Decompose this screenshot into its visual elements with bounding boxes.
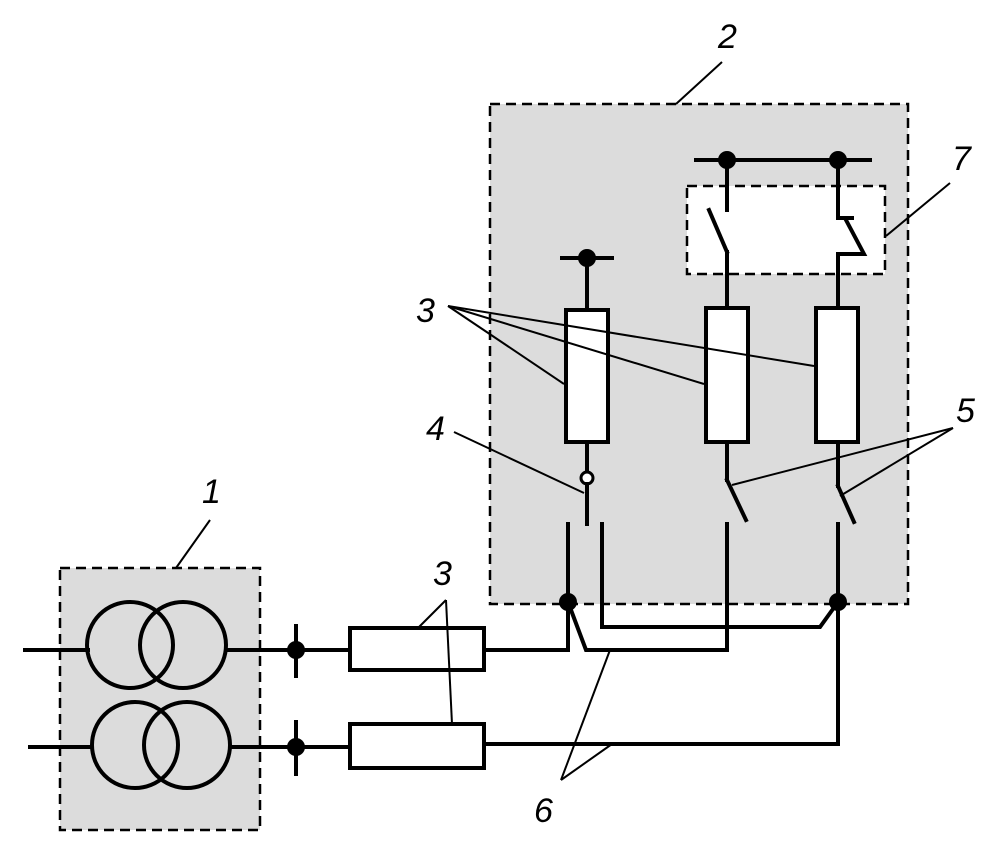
label-cables: 6 [534,792,553,830]
leader-3-b [447,305,705,385]
breaker-contact-left [706,207,730,255]
fuse-right [814,306,860,444]
leader-3-c [447,305,815,367]
leader-6-b [560,743,613,781]
cable-crossover-b [600,522,841,629]
label-fuses-lower: 3 [433,555,452,593]
fuse-upper-line [348,626,486,672]
leader-5-b [839,427,954,497]
leader-5-a [731,427,954,486]
leader-6-a [560,649,611,781]
leader-2 [675,61,723,105]
middle-branch [704,158,750,523]
node-dot [559,593,577,611]
right-branch [814,158,868,525]
label-disconnector: 4 [426,410,445,448]
label-switches: 5 [956,392,975,430]
breaker-contact-right [836,217,868,310]
transformer-upper [23,600,298,690]
fuse-lower-line [348,722,486,770]
node-dot [718,151,736,169]
leader-1 [175,519,211,569]
fuse-middle [704,306,750,444]
leader-3-a [447,305,565,385]
label-fuses-upper: 3 [416,292,435,330]
leader-7 [885,182,951,237]
leader-4 [453,431,585,494]
switch-middle [724,477,749,523]
label-switchgear: 2 [717,18,737,56]
leader-3-lower-b [445,599,453,725]
node-dot [829,151,847,169]
transformer-lower [28,700,298,790]
label-breaker-box: 7 [952,140,972,178]
switch-right [835,483,857,525]
label-transformers: 1 [202,473,221,511]
node-dot [829,593,847,611]
cable-crossover-a [565,522,729,652]
leader-3-lower-a [417,599,447,629]
